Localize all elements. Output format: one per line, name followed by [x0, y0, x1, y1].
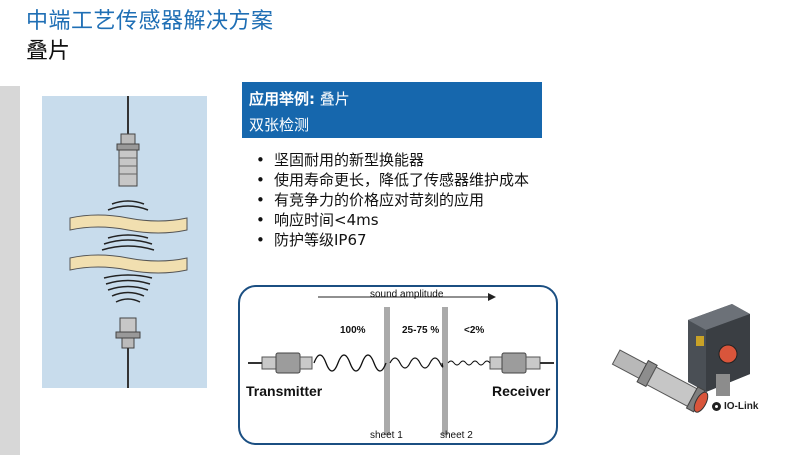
sensor-product-image — [600, 300, 785, 430]
transmission-diagram: sound amplitude 100% 25-75 % <2% Transmi… — [238, 285, 558, 445]
page-title: 中端工艺传感器解决方案 — [26, 9, 274, 34]
page-subtitle: 叠片 — [26, 39, 71, 64]
left-accent-bar — [0, 86, 20, 455]
sound-amplitude-label: sound amplitude — [370, 289, 444, 300]
receiver-label: Receiver — [492, 383, 551, 399]
list-item: 坚固耐用的新型换能器 — [256, 152, 556, 170]
transmitter-label: Transmitter — [246, 383, 323, 399]
application-example-box: 应用举例: 叠片 双张检测 — [242, 82, 542, 138]
sheet-1-label: sheet 1 — [370, 430, 403, 441]
list-item: 有竞争力的价格应对苛刻的应用 — [256, 192, 556, 210]
amplitude-mid-label: 25-75 % — [402, 325, 440, 336]
double-sheet-illustration — [42, 96, 207, 388]
io-link-label: IO-Link — [724, 401, 759, 412]
io-link-icon — [712, 402, 721, 411]
io-link-badge: IO-Link — [712, 401, 758, 412]
list-item: 响应时间<4ms — [256, 212, 556, 230]
amplitude-low-label: <2% — [464, 325, 485, 336]
list-item: 使用寿命更长，降低了传感器维护成本 — [256, 172, 529, 190]
feature-list: 坚固耐用的新型换能器 使用寿命更长，降低了传感器维护成本 有竞争力的价格应对苛刻… — [256, 152, 556, 252]
amplitude-100-label: 100% — [340, 325, 366, 336]
application-label: 应用举例: — [249, 90, 315, 108]
sheet-2-label: sheet 2 — [440, 430, 473, 441]
application-value: 叠片 — [319, 90, 350, 108]
list-item: 防护等级IP67 — [256, 232, 556, 250]
application-description: 双张检测 — [249, 116, 310, 134]
